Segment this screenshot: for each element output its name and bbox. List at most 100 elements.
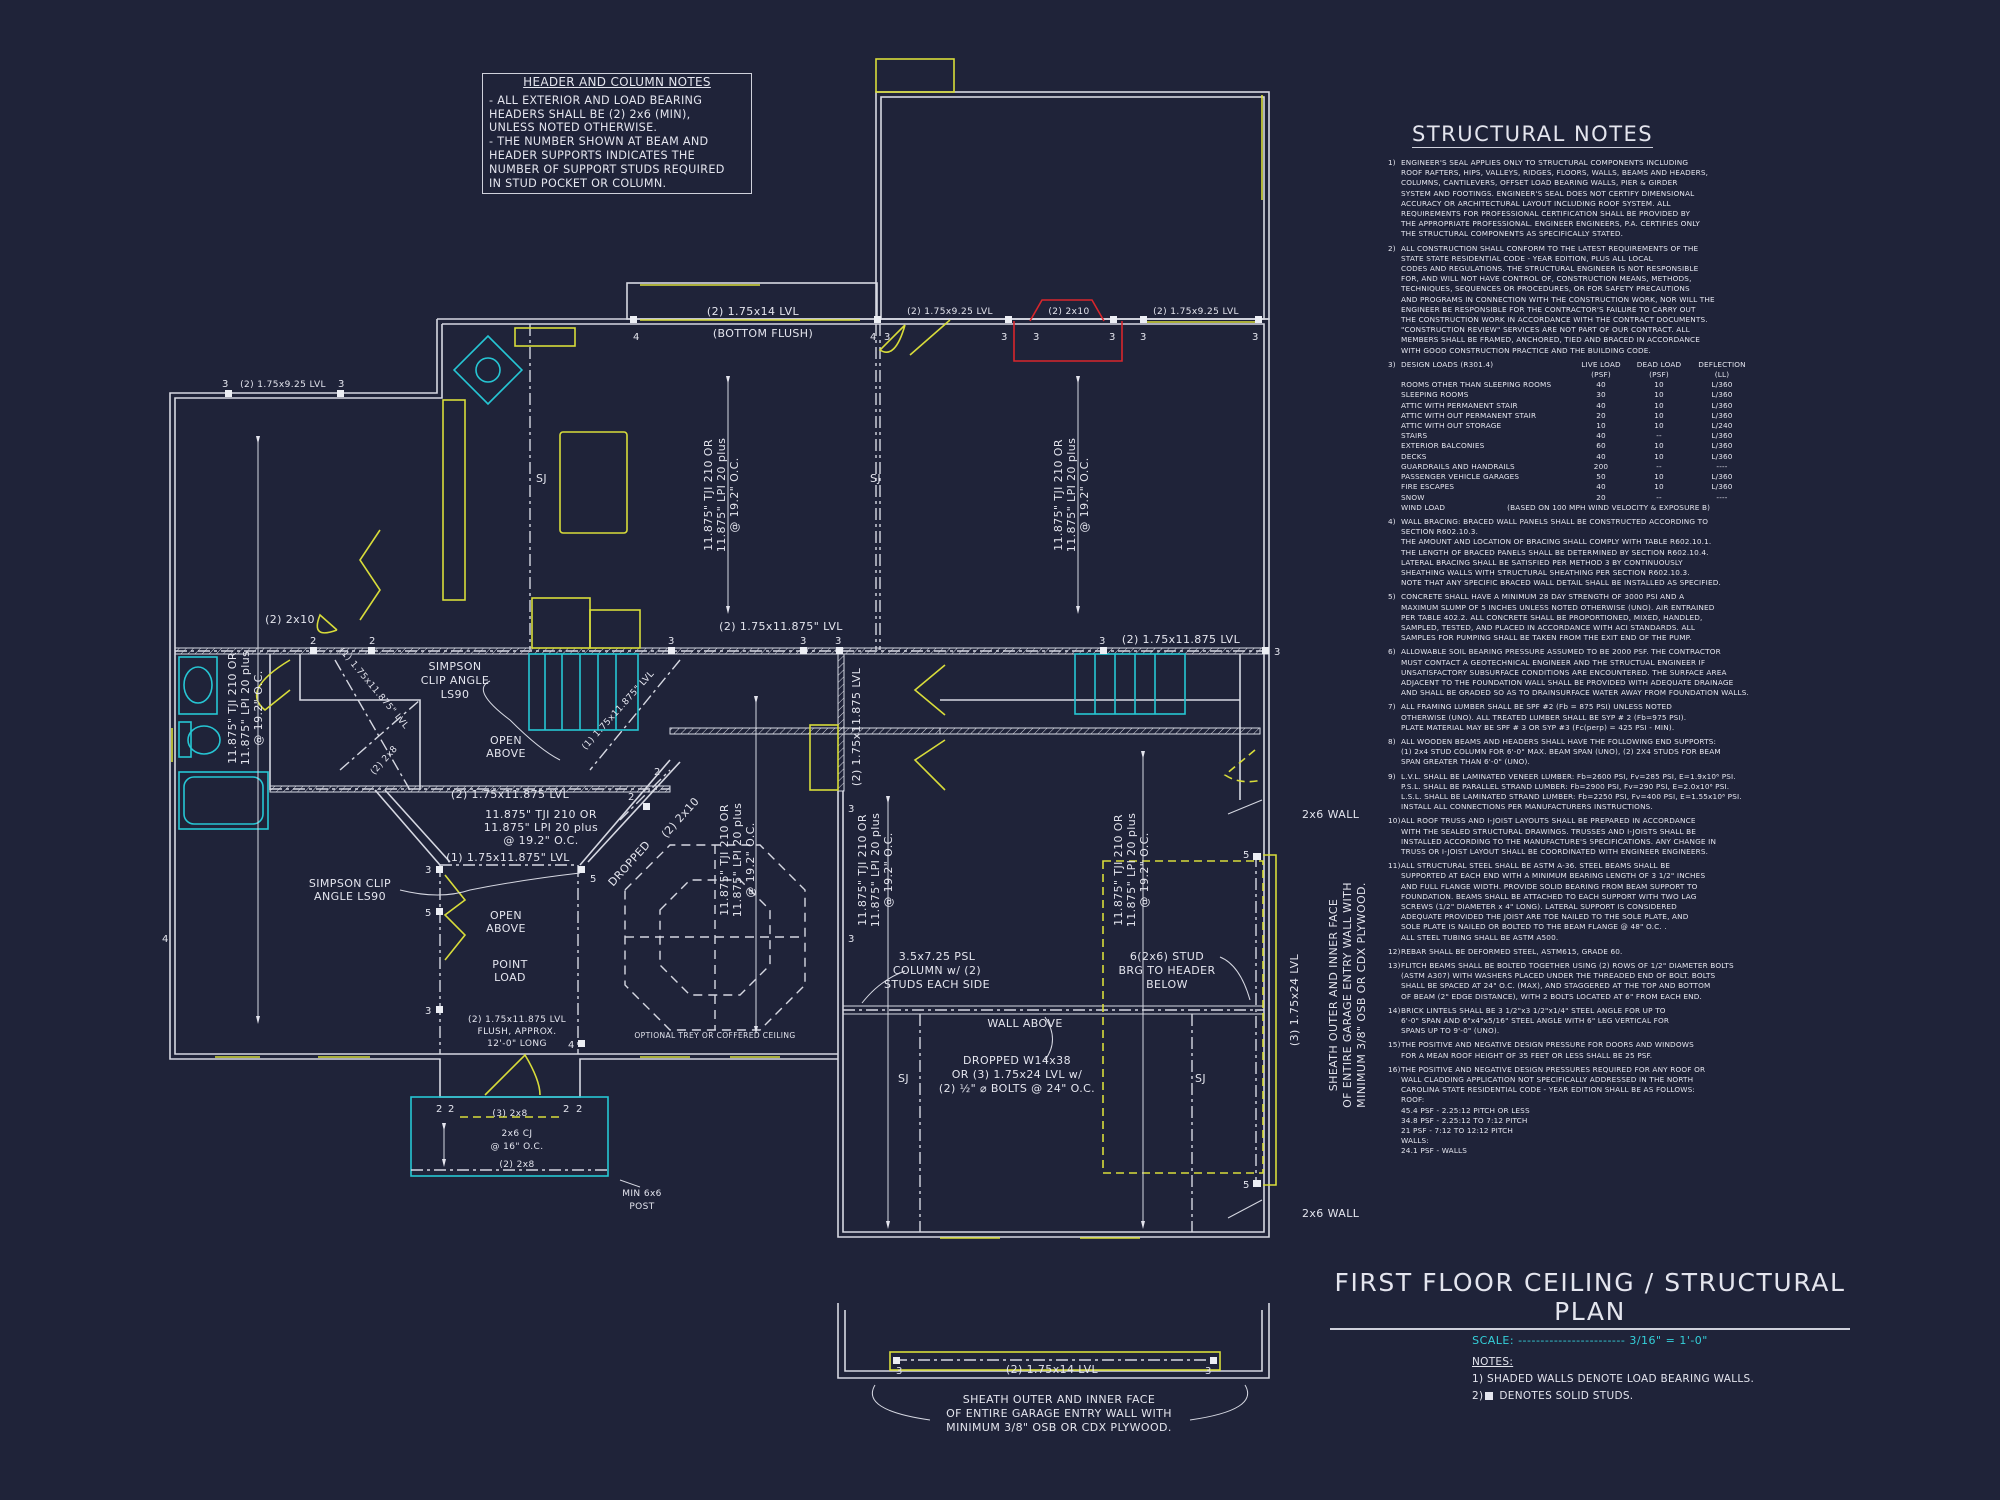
note-number: 7) [1388,702,1396,712]
note-text: ENGINEER'S SEAL APPLIES ONLY TO STRUCTUR… [1401,158,1709,239]
joist-note: 11.875" LPI 20 plus [1125,813,1138,927]
joist-note: @ 19.2" O.C. [728,457,741,532]
porch-cj-label: 2x6 CJ [502,1129,533,1139]
joist-note: 11.875" LPI 20 plus [731,803,744,917]
note-text: ALL STRUCTURAL STEEL SHALL BE ASTM A-36.… [1401,861,1706,942]
header-label: (2) 2x10 [265,613,315,626]
beam-note: (BOTTOM FLUSH) [713,327,813,340]
load-cell-defl: L/360 [1711,431,1733,441]
load-cell-name: SLEEPING ROOMS [1401,390,1469,400]
joist-note: 11.875" TJI 210 OR [718,804,731,916]
drawing-scale: SCALE: ------------------------ 3/16" = … [1330,1334,1850,1347]
psl-column-label: 3.5x7.25 PSL [899,950,976,963]
header-column-notes: HEADER AND COLUMN NOTES - ALL EXTERIOR A… [482,73,752,194]
note-number: 9) [1388,771,1396,781]
scale-label: SCALE: ------------------------ [1472,1334,1626,1347]
note-text: ALL FRAMING LUMBER SHALL BE SPF #2 (Fb =… [1401,702,1687,732]
wall-label: 2x6 WALL [1302,1207,1360,1220]
post-label: MIN 6x6 [622,1189,662,1199]
load-cell-dead: 10 [1654,482,1664,492]
stud-count: 4 [870,332,877,343]
beam-label: (2) 1.75x11.875 LVL [850,667,863,786]
legend-title: NOTES: [1472,1356,1514,1368]
load-cell-defl: L/360 [1711,482,1733,492]
drawing-title-block: FIRST FLOOR CEILING / STRUCTURAL PLAN SC… [1330,1268,1850,1347]
foyer-beam-label: 12'-0" LONG [487,1039,547,1049]
note-text: ALLOWABLE SOIL BEARING PRESSURE ASSUMED … [1401,647,1749,698]
sheath-note: SHEATH OUTER AND INNER FACE [963,1393,1155,1406]
stud-count: 3 [1205,1366,1212,1377]
dropped-beam-label: OR (3) 1.75x24 LVL w/ [952,1068,1083,1081]
leader-lines [399,680,1263,1421]
span-arrows [256,376,1145,1229]
psl-column-label: COLUMN w/ (2) [893,964,981,977]
note-number: 6) [1388,647,1396,657]
joist-note: @ 19.2" O.C. [252,670,265,745]
plan-labels: (2) 1.75x14 LVL (BOTTOM FLUSH) (2) 1.75x… [226,305,1368,1434]
note-number: 2) [1388,243,1396,253]
stud-count: 3 [800,636,807,647]
open-above-label: ABOVE [486,747,526,760]
beam-label: (2) 1.75x11.875 LVL [451,788,570,801]
simpson-label: LS90 [441,688,470,701]
load-cell-live: 20 [1596,492,1606,502]
simpson-label: ANGLE LS90 [314,890,386,903]
dropped-beam-label: (2) ½" ⌀ BOLTS @ 24" O.C. [939,1082,1095,1095]
load-cell-name: ATTIC WITH OUT PERMANENT STAIR [1401,410,1537,420]
note-text: WALL BRACING: BRACED WALL PANELS SHALL B… [1401,516,1721,588]
stud-bearing-label: 6(2x6) STUD [1130,950,1204,963]
drawing-title: FIRST FLOOR CEILING / STRUCTURAL PLAN [1330,1268,1850,1330]
load-cell-defl: L/240 [1711,421,1733,431]
sj-label: SJ [536,472,547,485]
joist-note: @ 19.2" O.C. [882,832,895,907]
wind-load-name: WIND LOAD [1401,502,1446,512]
load-cell-name: FIRE ESCAPES [1401,482,1455,492]
note-6: 6) ALLOWABLE SOIL BEARING PRESSURE ASSUME… [1388,647,1750,698]
stud-count: 3 [1109,332,1116,343]
stud-count: 3 [1252,332,1259,343]
wind-load-value: (BASED ON 100 MPH WIND VELOCITY & EXPOSU… [1507,502,1711,512]
note-number: 3) [1388,359,1396,369]
stud-count: 3 [1033,332,1040,343]
load-cell-name: SNOW [1401,492,1425,502]
note-10: 10)ALL ROOF TRUSS AND I-JOIST LAYOUTS SH… [1388,816,1750,857]
load-cell-defl: L/360 [1711,400,1733,410]
stud-count: 5 [590,874,597,885]
note-number: 4) [1388,516,1396,526]
load-cell-dead: 10 [1654,421,1664,431]
load-cell-live: 10 [1596,421,1606,431]
load-cell-live: 40 [1596,380,1606,390]
note-3-design-loads: 3) DESIGN LOADS (R301.4) LIVE LOAD (PSF)… [1388,360,1750,513]
joist-note: 11.875" TJI 210 OR [702,439,715,551]
sj-label: SJ [898,1072,909,1085]
note-12: 12)REBAR SHALL BE DEFORMED STEEL, ASTM61… [1388,947,1750,957]
load-cell-dead: 10 [1654,380,1664,390]
note-2: 2)ALL CONSTRUCTION SHALL CONFORM TO THE … [1388,244,1750,356]
load-cell-dead: 10 [1654,400,1664,410]
sheath-note: SHEATH OUTER AND INNER FACE [1327,899,1340,1091]
point-load-label: POINT [492,958,527,971]
sheath-note: MINIMUM 3/8" OSB OR CDX PLYWOOD. [946,1421,1172,1434]
open-above-label: ABOVE [486,922,526,935]
beam-label: (2) 1.75x11.875" LVL [719,620,843,633]
stud-count: 2 [654,767,661,778]
load-cell-name: PASSENGER VEHICLE GARAGES [1401,472,1520,482]
col-live-load: LIVE LOAD (PSF) [1581,359,1621,380]
joist-note-vertical: 11.875" TJI 210 OR 11.875" LPI 20 plus @… [718,803,757,917]
stud-count: 3 [1140,332,1147,343]
note-text: ALL WOODEN BEAMS AND HEADERS SHALL HAVE … [1401,736,1721,767]
beam-label: (1) 1.75x11.875" LVL [580,669,656,752]
beam-label: (2) 1.75x9.25 LVL [1153,307,1239,317]
fixtures [178,299,1186,1031]
psl-column-label: STUDS EACH SIDE [884,978,990,991]
note-text: THE POSITIVE AND NEGATIVE DESIGN PRESSUR… [1401,1064,1706,1156]
stud-count: 3 [896,1366,903,1377]
load-cell-live: 40 [1596,482,1606,492]
note-13: 13)FLITCH BEAMS SHALL BE BOLTED TOGETHER… [1388,961,1750,1002]
exterior-walls [169,58,1270,1239]
stud-count: 2 [576,1104,583,1115]
note-1: 1)ENGINEER'S SEAL APPLIES ONLY TO STRUCT… [1388,158,1750,240]
beam-label: (1) 1.75x11.875" LVL [446,851,570,864]
stud-count: 3 [835,636,842,647]
garage-lvl-label: (3) 1.75x24 LVL [1288,953,1301,1046]
